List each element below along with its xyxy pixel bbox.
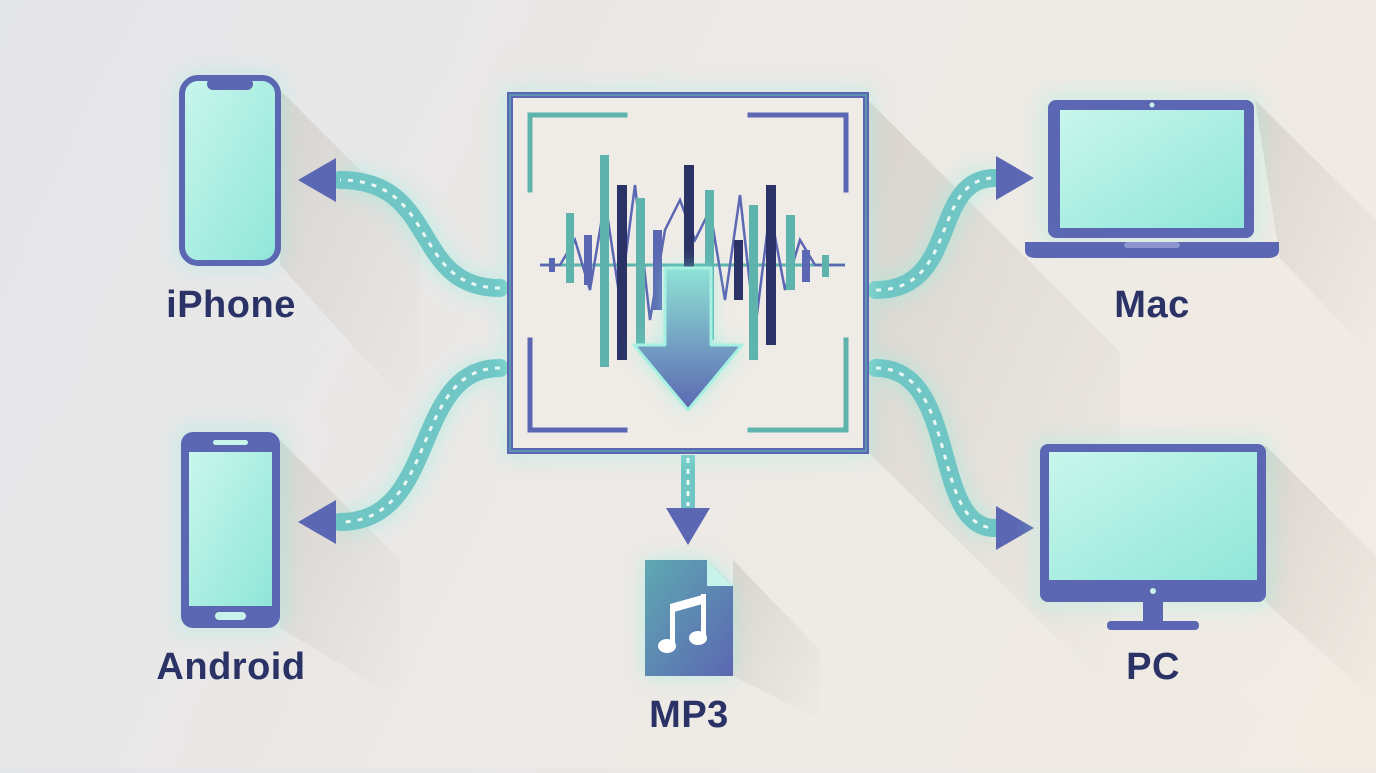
connector-android: [298, 355, 509, 544]
arrow-head-iphone: [298, 158, 336, 202]
android-label: Android: [156, 646, 306, 688]
audio-waveform: [540, 155, 845, 367]
mac-label: Mac: [1114, 284, 1190, 326]
connector-pc: [867, 355, 1034, 550]
pc-label: PC: [1126, 646, 1180, 688]
laptop-icon: [1025, 95, 1279, 258]
download-arrow-icon: [632, 266, 744, 412]
audio-waveform-download-icon: [505, 90, 871, 456]
mp3-label: MP3: [649, 694, 729, 736]
mp3-music-file-icon: [645, 560, 733, 676]
android-phone-icon: [176, 427, 285, 633]
arrow-head-android: [298, 500, 336, 544]
connector-mac: [867, 156, 1034, 303]
desktop-monitor-icon: [1035, 439, 1271, 630]
connector-iphone: [298, 158, 509, 301]
frame-corner-brackets: [527, 112, 849, 433]
iphone-label: iPhone: [166, 284, 296, 326]
music-note-icon: [658, 594, 707, 653]
arrow-head-mp3: [666, 508, 710, 545]
iphone-icon: [177, 73, 283, 268]
arrow-head-mac: [996, 156, 1034, 200]
arrow-head-pc: [996, 506, 1034, 550]
connector-mp3: [666, 455, 710, 545]
